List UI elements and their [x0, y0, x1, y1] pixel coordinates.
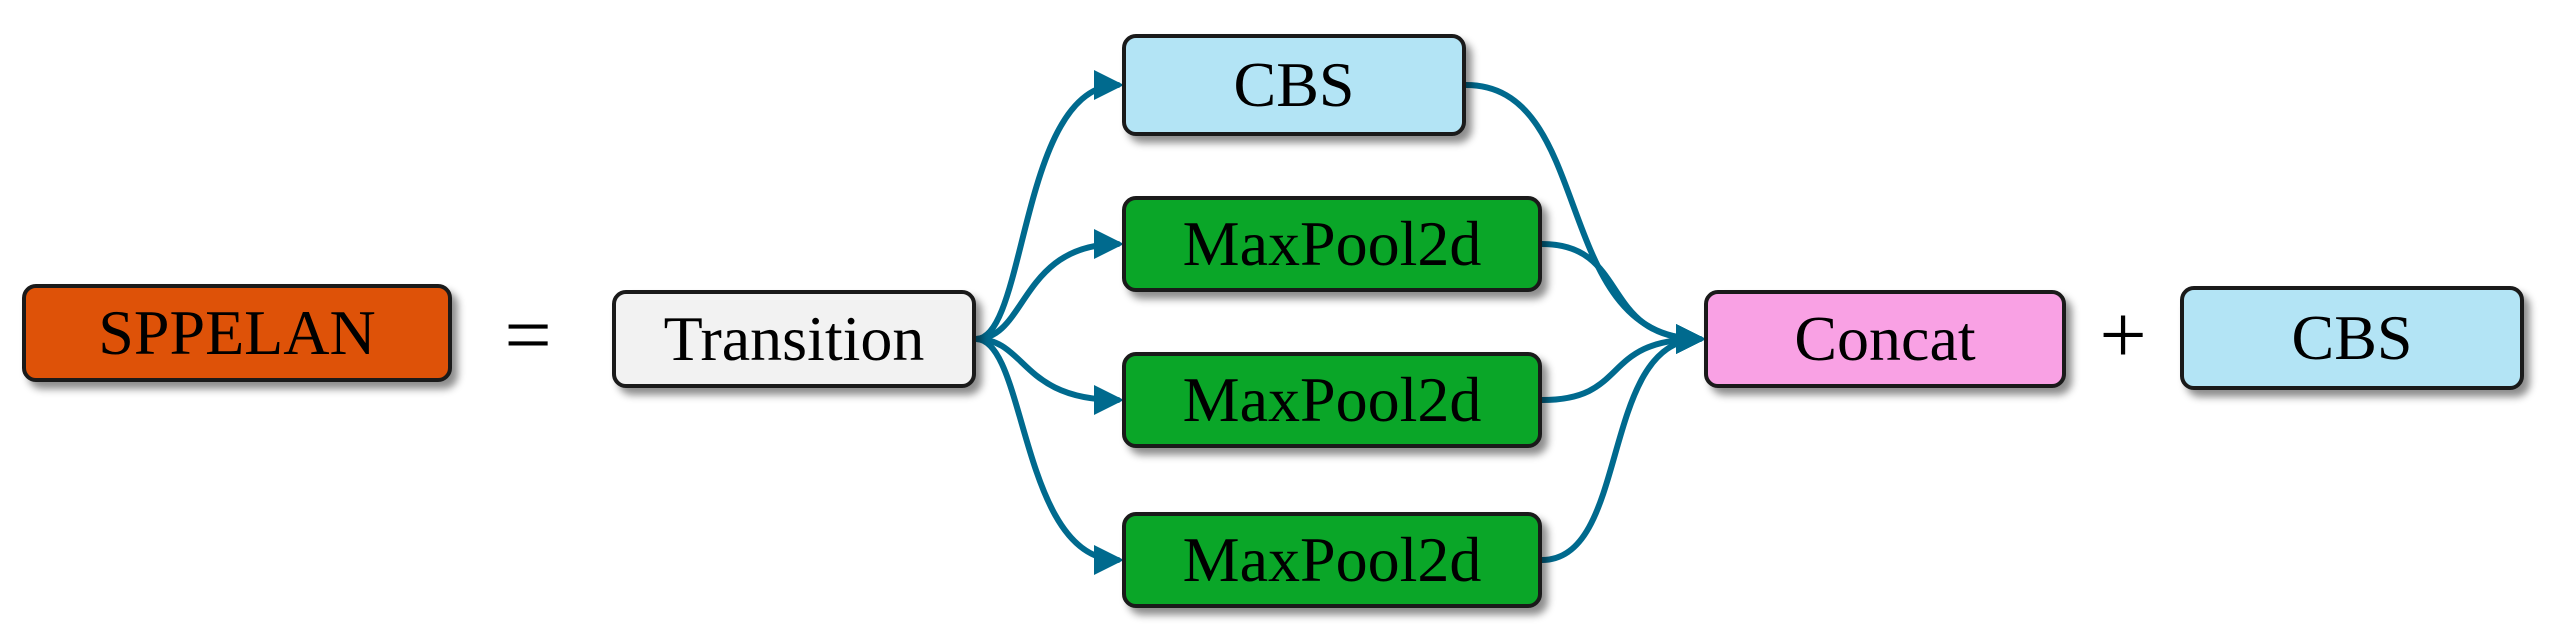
- equals-sign: =: [504, 289, 552, 382]
- cbs-block-output: CBS: [2180, 286, 2524, 390]
- maxpool2d-block-1: MaxPool2d: [1122, 196, 1542, 292]
- concat-block: Concat: [1704, 290, 2066, 388]
- edge-transition-to-cbs-top: [973, 70, 1124, 342]
- transition-block: Transition: [612, 290, 976, 388]
- plus-sign: +: [2099, 289, 2147, 382]
- cbs-block-branch: CBS: [1122, 34, 1466, 136]
- maxpool2d-block-2: MaxPool2d: [1122, 352, 1542, 448]
- maxpool2d-block-3: MaxPool2d: [1122, 512, 1542, 608]
- edge-maxpool-3-to-concat: [1539, 324, 1706, 563]
- edge-maxpool-2-to-concat: [1539, 324, 1706, 403]
- edge-transition-to-maxpool-2: [973, 336, 1124, 415]
- edge-transition-to-maxpool-3: [973, 336, 1124, 575]
- sppelan-block: SPPELAN: [22, 284, 452, 382]
- edge-maxpool-1-to-concat: [1539, 241, 1706, 354]
- edge-transition-to-maxpool-1: [973, 229, 1124, 342]
